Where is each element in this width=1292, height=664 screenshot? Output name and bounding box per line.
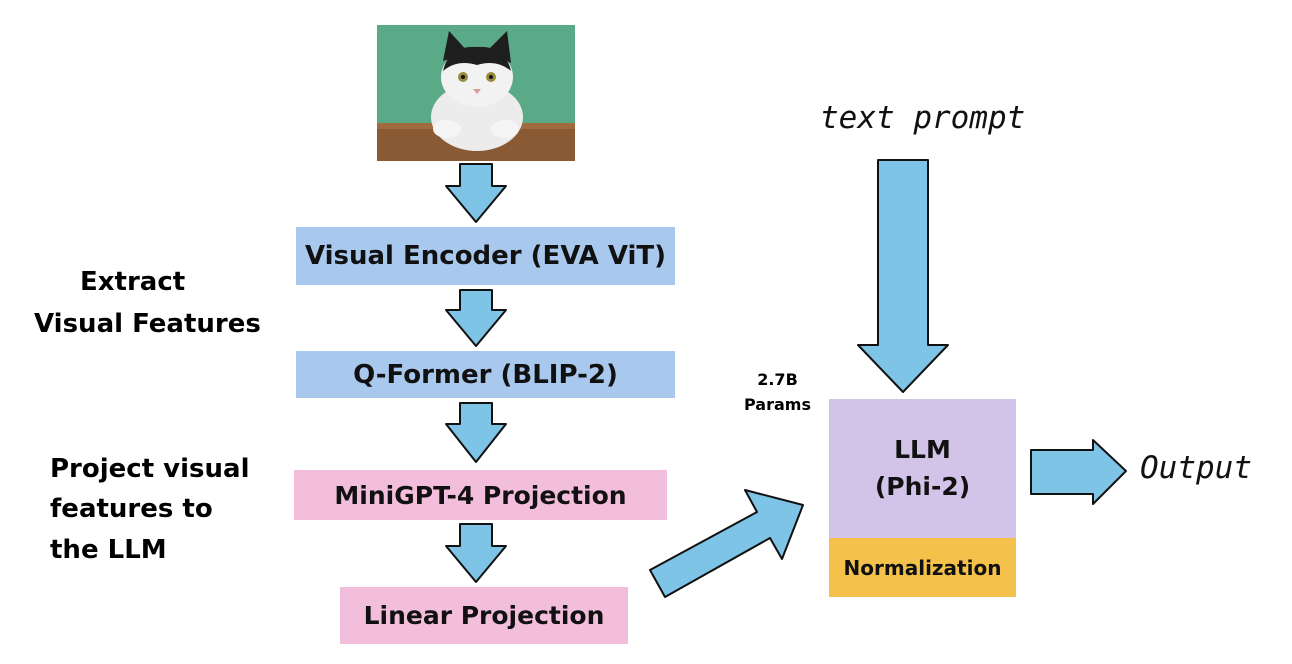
cat-photo	[377, 25, 575, 161]
normalization-label: Normalization	[843, 555, 1002, 580]
linear-projection-box: Linear Projection	[340, 587, 628, 644]
llm-box: LLM (Phi-2)	[829, 399, 1016, 538]
arrow-llm-to-output	[1030, 439, 1127, 505]
arrow-linear-to-llm	[649, 489, 804, 598]
params-label: 2.7B Params	[744, 370, 811, 414]
visual-encoder-box: Visual Encoder (EVA ViT)	[296, 227, 675, 285]
project-visual-features-label: Project visual features to the LLM	[50, 454, 250, 565]
arrow-image-to-encoder	[445, 163, 507, 223]
q-former-box: Q-Former (BLIP-2)	[296, 351, 675, 398]
arrow-minigpt-to-linear	[445, 523, 507, 583]
arrow-prompt-to-llm	[857, 159, 949, 393]
minigpt-projection-label: MiniGPT-4 Projection	[334, 480, 627, 510]
normalization-box: Normalization	[829, 538, 1016, 597]
minigpt-projection-box: MiniGPT-4 Projection	[294, 470, 667, 520]
extract-visual-features-label: Extract Visual Features	[34, 267, 261, 339]
arrow-encoder-to-qformer	[445, 289, 507, 347]
text-prompt-label: text prompt	[820, 100, 1026, 136]
q-former-label: Q-Former (BLIP-2)	[353, 359, 618, 390]
visual-encoder-label: Visual Encoder (EVA ViT)	[304, 241, 667, 271]
llm-title: LLM	[894, 435, 951, 465]
output-label: Output	[1140, 450, 1252, 486]
llm-model-name: (Phi-2)	[874, 471, 971, 501]
linear-projection-label: Linear Projection	[363, 601, 605, 630]
arrow-qformer-to-minigpt	[445, 402, 507, 463]
